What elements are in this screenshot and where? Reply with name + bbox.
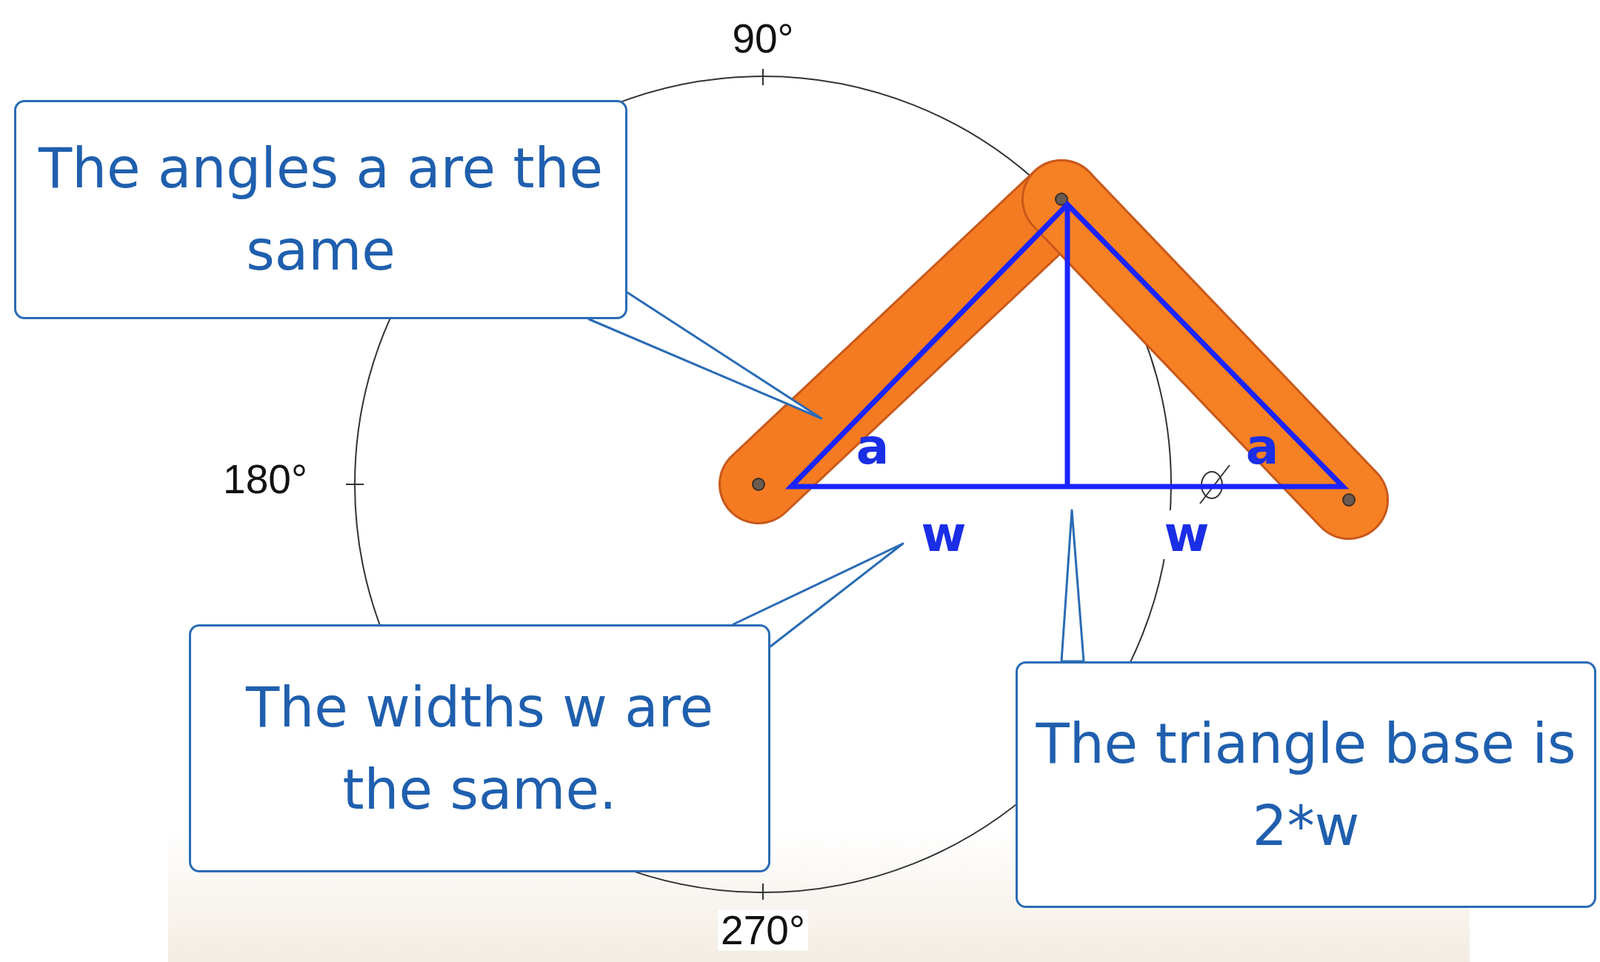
- bar-outline: [758, 199, 1062, 485]
- geometry-label: a: [856, 422, 890, 472]
- tick: [762, 883, 764, 900]
- triangle-height: [1065, 204, 1071, 487]
- callout-text: The triangle base is 2*w: [1035, 702, 1577, 868]
- callout-text: The angles a are the same: [34, 127, 608, 292]
- callout-box: The angles a are the same: [14, 100, 628, 320]
- triangle: [791, 204, 1343, 487]
- axis-label: 270°: [717, 910, 809, 952]
- rivet: [752, 478, 765, 491]
- tick: [762, 68, 764, 86]
- tick: [345, 483, 364, 486]
- geometry-label: a: [1245, 422, 1280, 472]
- callout-box: The triangle base is 2*w: [1015, 661, 1597, 909]
- orange-bar: [758, 199, 1062, 485]
- geometry-label: w: [918, 510, 970, 560]
- axis-label: 180°: [220, 459, 311, 500]
- geometry-label: w: [1161, 510, 1213, 560]
- rivet: [1342, 494, 1355, 506]
- callout-box: The widths w are the same.: [188, 624, 771, 873]
- axis-label: 90°: [728, 18, 797, 60]
- callout-text: The widths w are the same.: [208, 666, 751, 832]
- callout-tail: [1061, 510, 1084, 662]
